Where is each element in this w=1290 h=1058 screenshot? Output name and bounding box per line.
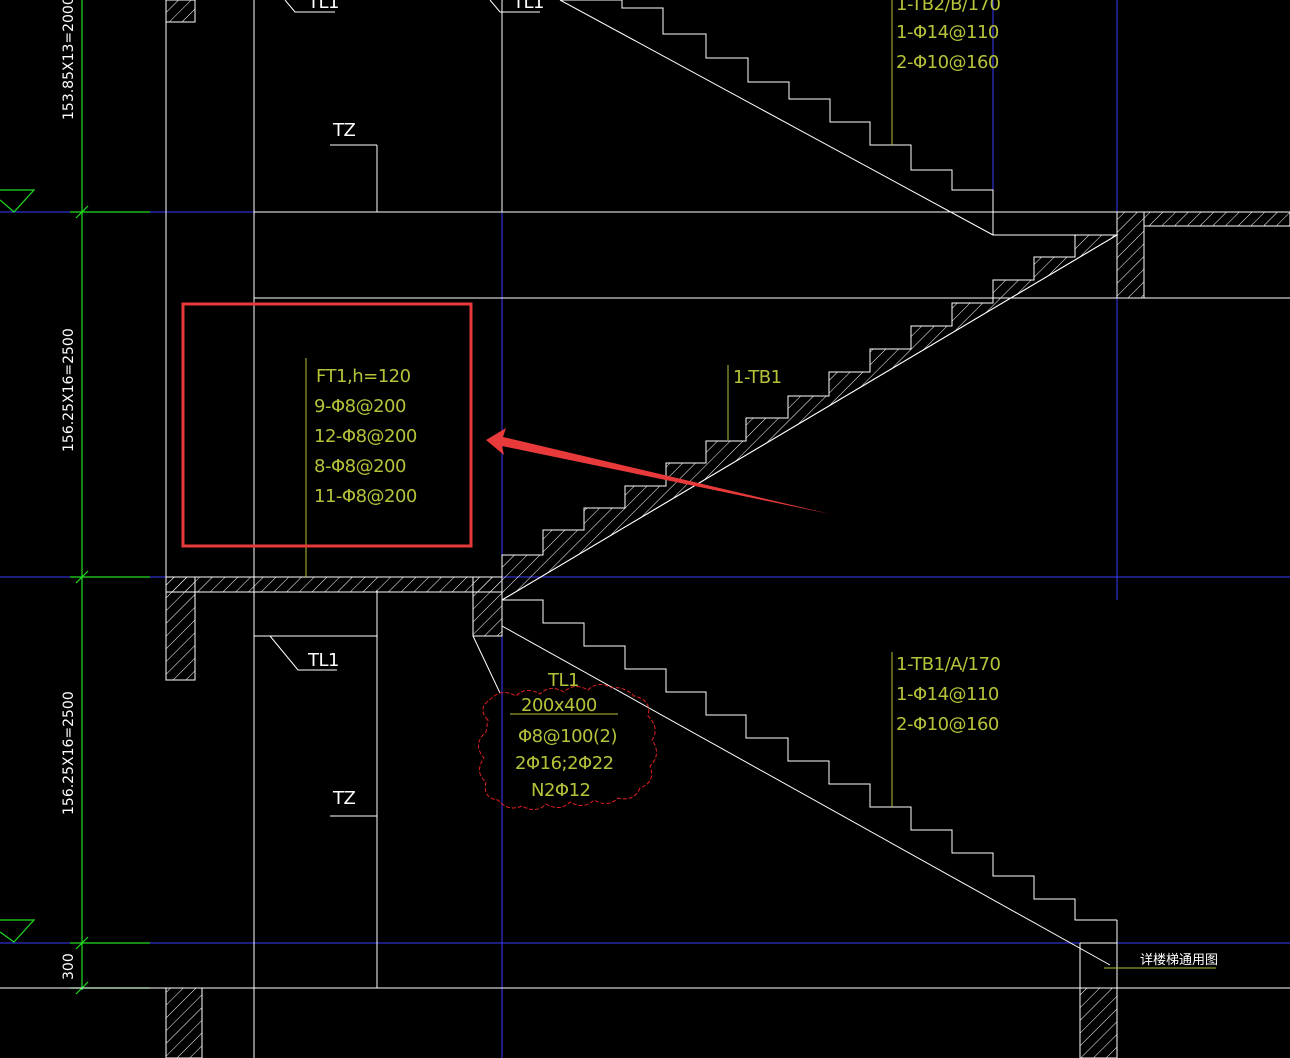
top-note-line-2: 1-Φ14@110: [896, 22, 999, 43]
top-note-line-1: 1-TB2/B/170: [896, 0, 1000, 15]
dim-top: 153.85X13=2000: [61, 0, 77, 120]
hatched-sections: [165, 0, 1290, 1058]
ft1-note-line-2: 9-Φ8@200: [314, 396, 406, 417]
ft1-note-line-3: 12-Φ8@200: [314, 426, 417, 447]
tl1-note-line-1: TL1: [547, 670, 579, 691]
dim-middle: 156.25X16=2500: [61, 328, 77, 452]
bottom-note-line-3: 2-Φ10@160: [896, 714, 999, 735]
highlight-box: [181, 302, 473, 548]
tl1-note-line-3: Φ8@100(2): [518, 726, 617, 747]
tz-label-bottom: TZ: [332, 788, 355, 809]
tl1-note-line-5: N2Φ12: [531, 780, 591, 801]
dimension-line: [0, 0, 150, 995]
ft1-note-line-1: FT1,h=120: [316, 366, 411, 387]
tl1-label-top-right: TL1: [512, 0, 544, 13]
tz-label-top: TZ: [332, 120, 355, 141]
dim-lower: 156.25X16=2500: [61, 691, 77, 815]
reference-label: 详楼梯通用图: [1140, 953, 1218, 968]
tb1-label: 1-TB1: [733, 367, 782, 388]
annotation-leaders: [305, 0, 1216, 969]
tl1-label-top-left: TL1: [307, 0, 339, 13]
tl1-label-middle: TL1: [307, 650, 339, 671]
bottom-note-line-1: 1-TB1/A/170: [896, 654, 1000, 675]
tl1-note-line-2: 200x400: [521, 695, 597, 716]
tl1-note-line-4: 2Φ16;2Φ22: [515, 753, 614, 774]
ft1-note-line-5: 11-Φ8@200: [314, 486, 417, 507]
top-note-line-3: 2-Φ10@160: [896, 52, 999, 73]
dim-bottom: 300: [61, 953, 77, 980]
revision-cloud: [478, 684, 657, 810]
ft1-note-line-4: 8-Φ8@200: [314, 456, 406, 477]
bottom-note-line-2: 1-Φ14@110: [896, 684, 999, 705]
